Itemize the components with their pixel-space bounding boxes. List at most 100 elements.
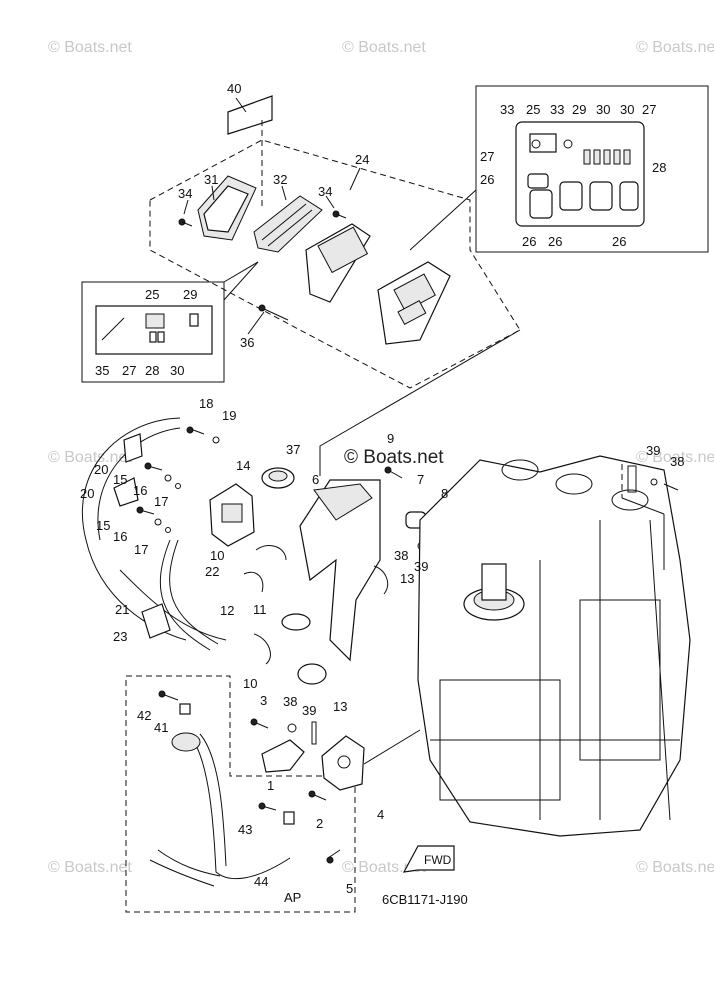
callout-26: 26 [522,234,536,249]
callout-17: 17 [134,542,148,557]
callout-30: 30 [596,102,610,117]
callout-27: 27 [122,363,136,378]
fwd-arrow [402,845,455,873]
callout-39: 39 [646,443,660,458]
callout-41: 41 [154,720,168,735]
callout-26: 26 [612,234,626,249]
callout-29: 29 [183,287,197,302]
clip-10 [253,633,271,665]
callout-21: 21 [115,602,129,617]
engine-block [417,455,691,837]
watermarks: © Boats.net © Boats.net © Boats.net © Bo… [48,39,714,876]
callout-43: 43 [238,822,252,837]
pin-39 [311,721,317,745]
sensor-4 [321,735,365,791]
callout-7: 7 [417,472,424,487]
clip-12 [243,571,264,593]
washer-17 [175,483,181,489]
fwd-label: FWD [424,853,452,867]
leader-lines-top [183,97,361,335]
diagram-code: 6CB1171-J190 [382,892,468,907]
callout-35: 35 [95,363,109,378]
nut-38 [287,723,297,733]
inset-left-frame [81,281,225,383]
wire-21 [119,569,227,641]
terminal-41 [179,703,191,715]
callout-26: 26 [480,172,494,187]
inset-right [409,85,709,253]
callout-31: 31 [204,172,218,187]
watermark: © Boats.net [48,859,132,876]
washer-17 [165,527,171,533]
inset-right-frame [475,85,709,253]
cable-44 [189,735,291,880]
bracket-6 [299,479,381,662]
ecu-inset-body [95,305,213,355]
bottom-components: FWD [125,675,455,913]
watermark: © Boats.net [48,39,132,56]
inset-left [81,261,259,383]
callout-15: 15 [113,472,127,487]
callout-30: 30 [620,102,634,117]
callout-6: 6 [312,472,319,487]
clip-10 [255,545,287,561]
callout-22: 22 [205,564,219,579]
bolt-38 [663,483,679,491]
callout-36: 36 [240,335,254,350]
callout-24: 24 [355,152,369,167]
callout-25: 25 [526,102,540,117]
callout-25: 25 [145,287,159,302]
callout-16: 16 [113,529,127,544]
center-watermark: © Boats.net [344,447,444,468]
callout-5: 5 [346,881,353,896]
callout-16: 16 [133,483,147,498]
callout-34: 34 [318,184,332,199]
watermark: © Boats.net [636,859,714,876]
callout-38: 38 [283,694,297,709]
callout-2: 2 [316,816,323,831]
washer-39 [650,478,658,486]
callout-11: 11 [253,602,267,617]
callout-27: 27 [642,102,656,117]
clamp-23 [141,603,171,639]
clip-13 [297,663,327,685]
callout-34: 34 [178,186,192,201]
clip-13 [373,565,389,595]
callout-3: 3 [260,693,267,708]
callout-15: 15 [96,518,110,533]
callout-30: 30 [170,363,184,378]
watermark: © Boats.net [342,39,426,56]
callout-42: 42 [137,708,151,723]
callout-44: 44 [254,874,268,889]
watermark: © Boats.net [636,39,714,56]
callout-12: 12 [220,603,234,618]
terminal-20 [123,433,143,463]
callout-26: 26 [548,234,562,249]
callout-18: 18 [199,396,213,411]
callout-10: 10 [243,676,257,691]
label-sticker-40 [227,95,273,135]
callout-10: 10 [210,548,224,563]
callout-38: 38 [670,454,684,469]
middle-components [81,329,521,685]
screw-36 [261,307,289,321]
callout-39: 39 [414,559,428,574]
callout-17: 17 [154,494,168,509]
callout-labels: 40 24 31 32 34 34 36 25 29 35 27 28 30 3… [80,81,684,907]
callout-13: 13 [400,571,414,586]
callout-28: 28 [145,363,159,378]
callout-14: 14 [236,458,250,473]
callout-27: 27 [480,149,494,164]
callout-1: 1 [267,778,274,793]
callout-33: 33 [500,102,514,117]
callout-20: 20 [80,486,94,501]
cable-22 [159,539,211,651]
ecu-assembly-group [149,95,521,389]
ap-label: AP [284,890,301,905]
callout-9: 9 [387,431,394,446]
bracket-1 [261,739,305,773]
terminal-20 [113,477,139,507]
callout-33: 33 [550,102,564,117]
callout-29: 29 [572,102,586,117]
